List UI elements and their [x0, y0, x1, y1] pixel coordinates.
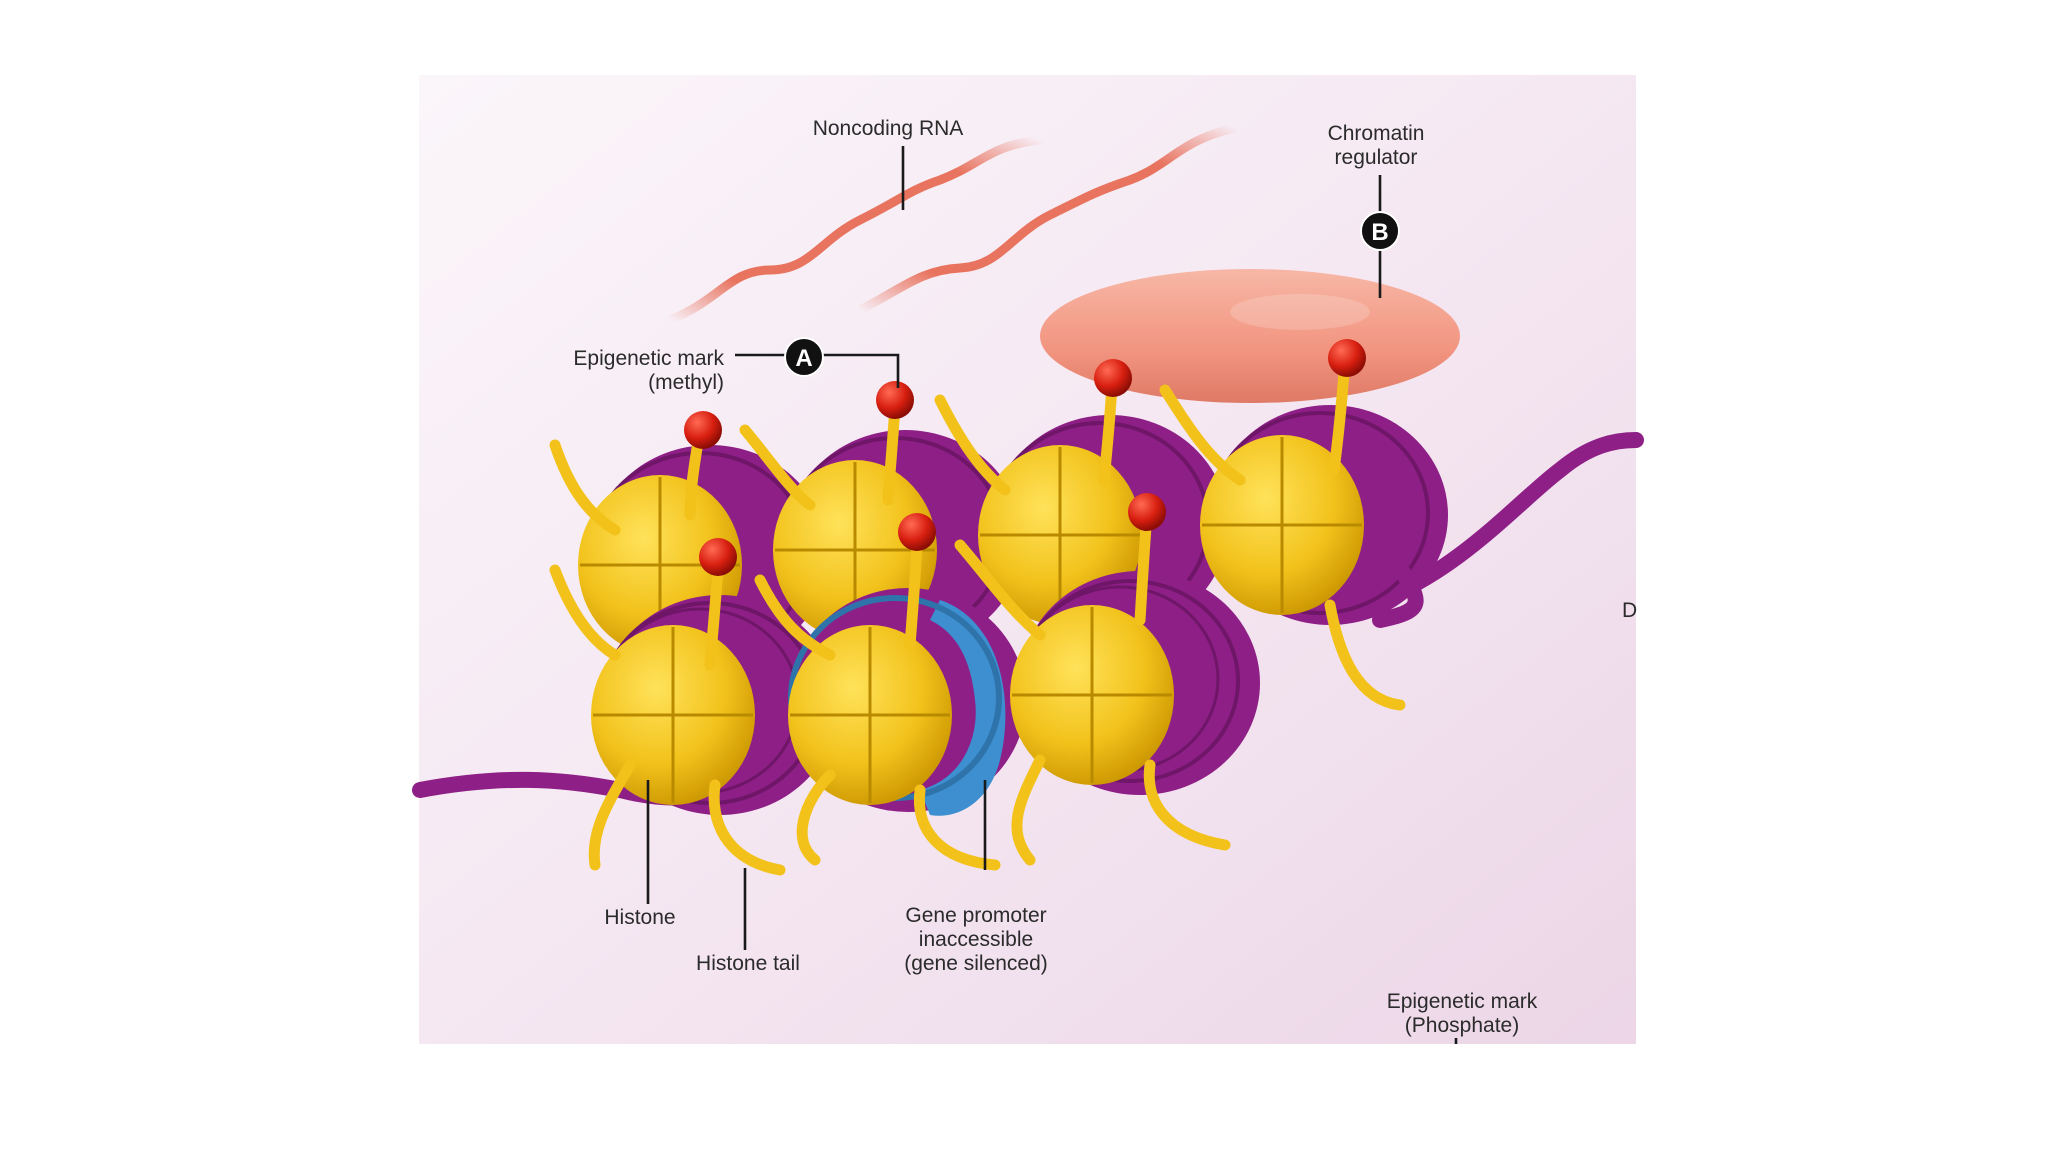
noncoding-rna-strands: [665, 123, 1240, 325]
methyl-mark: [898, 513, 936, 551]
svg-text:B: B: [1371, 219, 1388, 246]
methyl-mark: [684, 411, 722, 449]
label-chromatin-regulator-2: regulator: [1335, 146, 1418, 169]
label-gene-promoter-2: inaccessible: [919, 928, 1033, 951]
histone-tails-front: [549, 509, 1231, 876]
label-histone: Histone: [604, 906, 675, 929]
methyl-mark: [699, 538, 737, 576]
label-epigenetic-mark-phosphate: Epigenetic mark: [1387, 990, 1538, 1013]
label-epigenetic-mark-methyl-2: (methyl): [648, 371, 724, 394]
label-cutoff-letter: D: [1622, 599, 1637, 622]
label-gene-promoter: Gene promoter: [905, 904, 1046, 927]
dna-linker: [1372, 552, 1424, 628]
label-epigenetic-mark-methyl: Epigenetic mark: [573, 347, 724, 370]
leader-lines: [646, 146, 1458, 1044]
methyl-mark: [1328, 339, 1366, 377]
methyl-marks: [684, 339, 1366, 576]
badge-b: B: [1360, 211, 1400, 251]
methyl-mark: [876, 381, 914, 419]
nucleosome-promoter: [788, 588, 1026, 816]
label-gene-promoter-3: (gene silenced): [904, 952, 1048, 975]
label-epigenetic-mark-phosphate-2: (Phosphate): [1405, 1014, 1519, 1037]
label-noncoding-rna: Noncoding RNA: [813, 117, 964, 140]
nucleosome: [1010, 571, 1260, 795]
svg-text:A: A: [795, 345, 812, 372]
methyl-mark: [1094, 359, 1132, 397]
label-chromatin-regulator: Chromatin: [1328, 122, 1425, 145]
methyl-mark: [1128, 493, 1166, 531]
label-histone-tail: Histone tail: [696, 952, 800, 975]
badge-a: A: [784, 337, 824, 377]
nucleosome-front-row: [591, 571, 1260, 816]
